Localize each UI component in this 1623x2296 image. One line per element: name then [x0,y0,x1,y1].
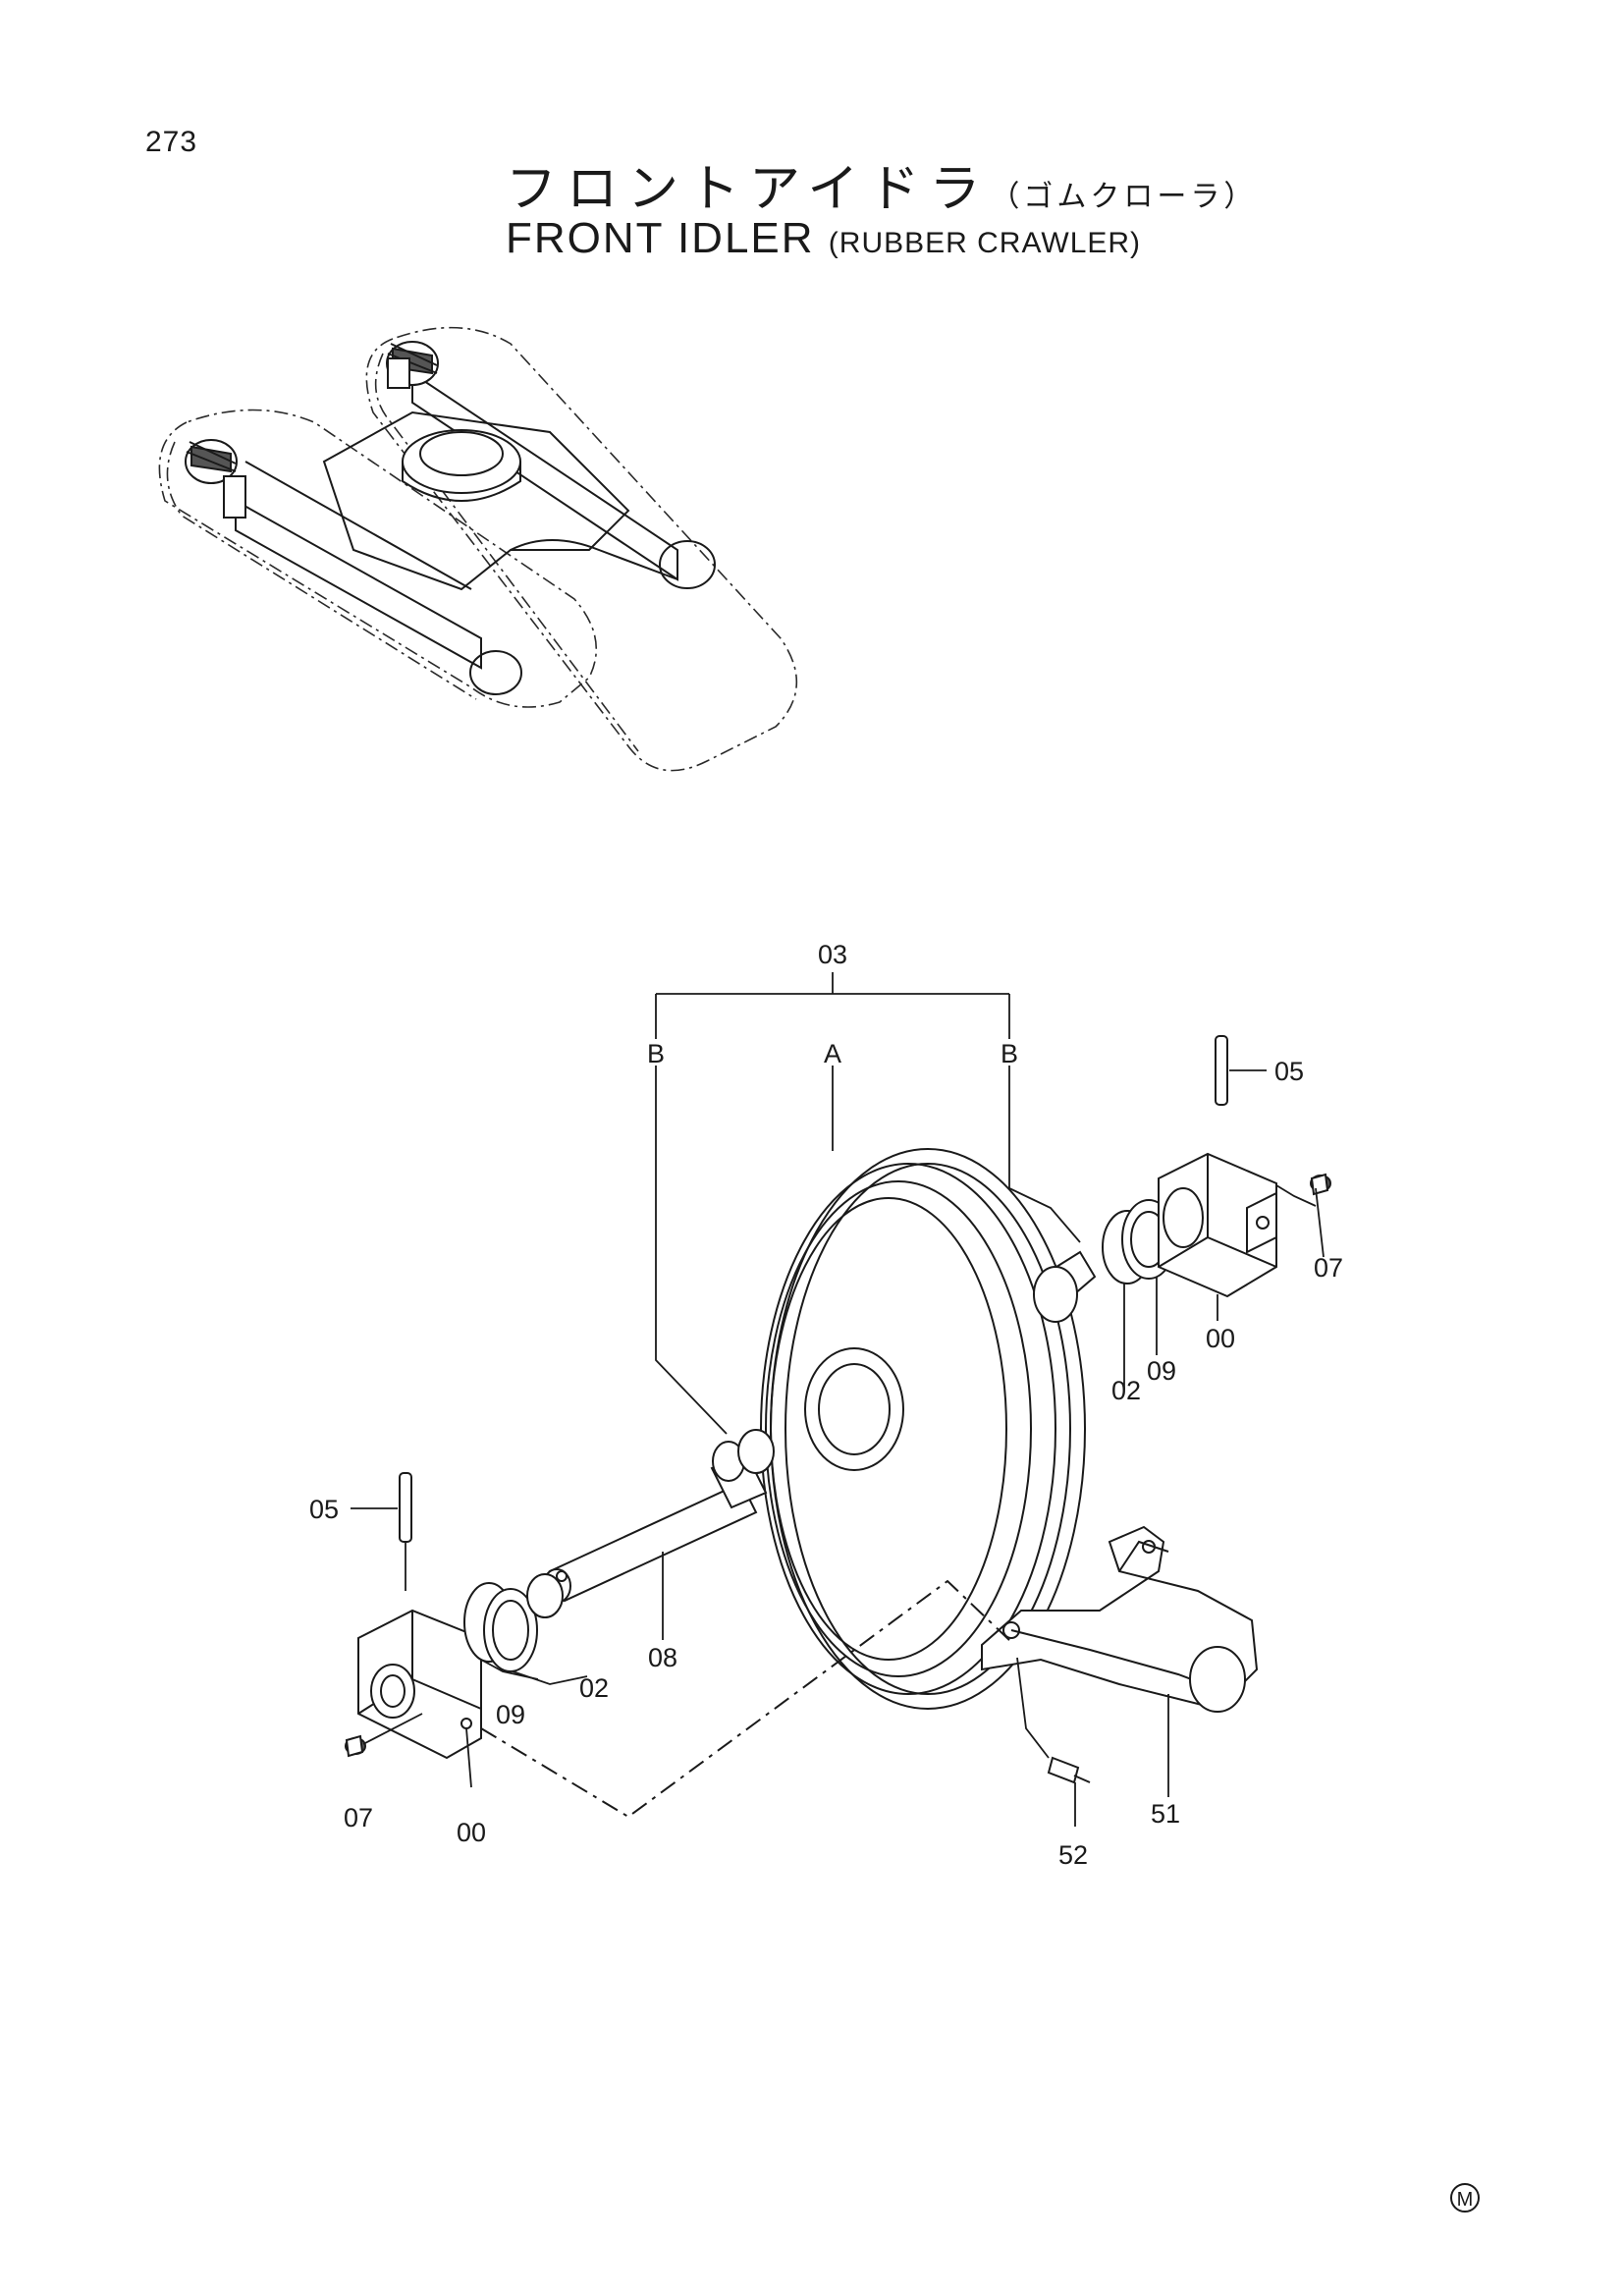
title-japanese-sub: （ゴムクローラ） [990,181,1258,213]
callout-03-assembly: 03 [818,940,847,969]
callout-b-right: B [1001,1039,1018,1068]
title-english-main: FRONT IDLER [506,214,815,262]
idler-wheel [760,1148,1086,1710]
title-japanese: フロントアイドラ（ゴムクローラ） [506,147,1257,221]
right-pin [1215,1035,1228,1106]
callout-07-right-plug: 07 [1314,1253,1343,1283]
front-idler-highlight-left [185,439,246,519]
left-bearing-block [357,1609,482,1760]
right-bearing-block [1158,1152,1277,1298]
right-bushing [1033,1250,1097,1323]
left-seal [463,1582,538,1672]
idler-shaft [542,1429,775,1604]
left-plug [345,1713,423,1758]
callout-b-left: B [647,1039,665,1068]
front-idler-highlight-right [386,341,439,389]
callout-07-left-plug: 07 [344,1803,373,1832]
title-japanese-main: フロントアイドラ [506,161,991,218]
exploded-front-idler-drawing: 03 A B B 05 07 00 09 02 05 08 02 09 07 0… [309,940,1343,1870]
callout-09-left-seal: 09 [496,1700,525,1729]
assembly-bracket [655,972,1010,1039]
yoke-bolt [1016,1657,1091,1784]
callout-02-left-bushing: 02 [579,1673,609,1703]
callout-a: A [824,1039,841,1068]
callout-08-shaft: 08 [648,1643,677,1672]
page-number: 273 [145,126,198,158]
callout-09-right-seal: 09 [1147,1356,1176,1386]
tension-yoke [981,1525,1259,1713]
callout-00-right-block: 00 [1206,1324,1235,1353]
callout-52-bolt: 52 [1058,1840,1088,1870]
left-bushing [526,1573,564,1618]
installation-centerline [480,1579,1012,1819]
callout-05-left-pin: 05 [309,1495,339,1524]
circled-m-mark: M [1450,2183,1480,2213]
callout-05-right-pin: 05 [1274,1057,1304,1086]
left-pin [399,1472,412,1591]
callout-51-yoke: 51 [1151,1799,1180,1829]
callout-00-left-block: 00 [457,1818,486,1847]
title-english: FRONT IDLER (RUBBER CRAWLER) [506,214,1141,263]
title-english-sub: (RUBBER CRAWLER) [828,227,1142,259]
mark-letter: M [1457,2189,1474,2211]
right-plug [1310,1173,1331,1196]
callout-02-right-bushing: 02 [1111,1376,1141,1405]
undercarriage-overview-drawing [158,326,798,772]
